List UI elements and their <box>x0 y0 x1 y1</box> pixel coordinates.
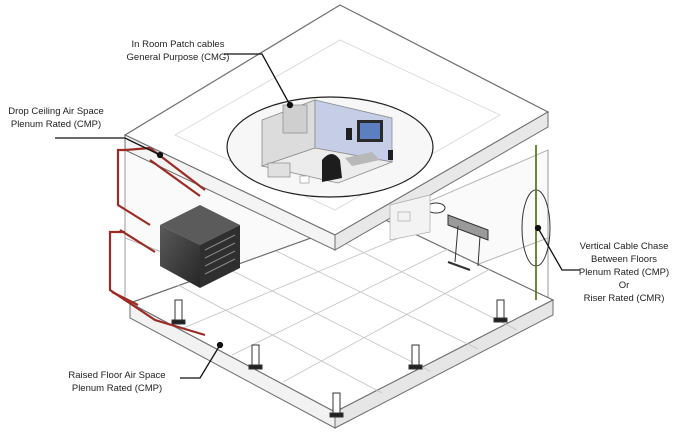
floor-pedestals <box>171 299 508 418</box>
drop-ceiling-line1: Drop Ceiling Air Space <box>8 106 104 117</box>
floor-tile-grid <box>177 231 518 394</box>
patch-cables-line2: General Purpose (CMG) <box>126 52 230 63</box>
patch-cables-label: In Room Patch cables General Purpose (CM… <box>118 38 238 64</box>
vertical-cable-chase <box>521 145 551 300</box>
drop-ceiling-label: Drop Ceiling Air Space Plenum Rated (CMP… <box>0 105 112 131</box>
raised-floor-label: Raised Floor Air Space Plenum Rated (CMP… <box>52 369 182 395</box>
raised-floor-line2: Plenum Rated (CMP) <box>71 383 163 394</box>
callout-leaders <box>55 53 580 379</box>
server-rack <box>160 205 240 288</box>
cable-chase-line5: Riser Rated (CMR) <box>583 293 665 304</box>
cable-chase-line1: Vertical Cable Chase <box>579 241 669 252</box>
office-cubicle-view <box>226 96 434 198</box>
cable-chase-line2: Between Floors <box>590 254 657 265</box>
cable-chase-line4: Or <box>618 280 630 291</box>
raised-floor-slab <box>128 214 555 429</box>
cable-chase-label: Vertical Cable Chase Between Floors Plen… <box>568 240 680 305</box>
cable-chase-line3: Plenum Rated (CMP) <box>578 267 670 278</box>
lower-cubicle <box>389 194 431 241</box>
patch-cables-line1: In Room Patch cables <box>131 39 225 50</box>
drop-ceiling-line2: Plenum Rated (CMP) <box>10 119 102 130</box>
raised-floor-line1: Raised Floor Air Space <box>68 370 166 381</box>
